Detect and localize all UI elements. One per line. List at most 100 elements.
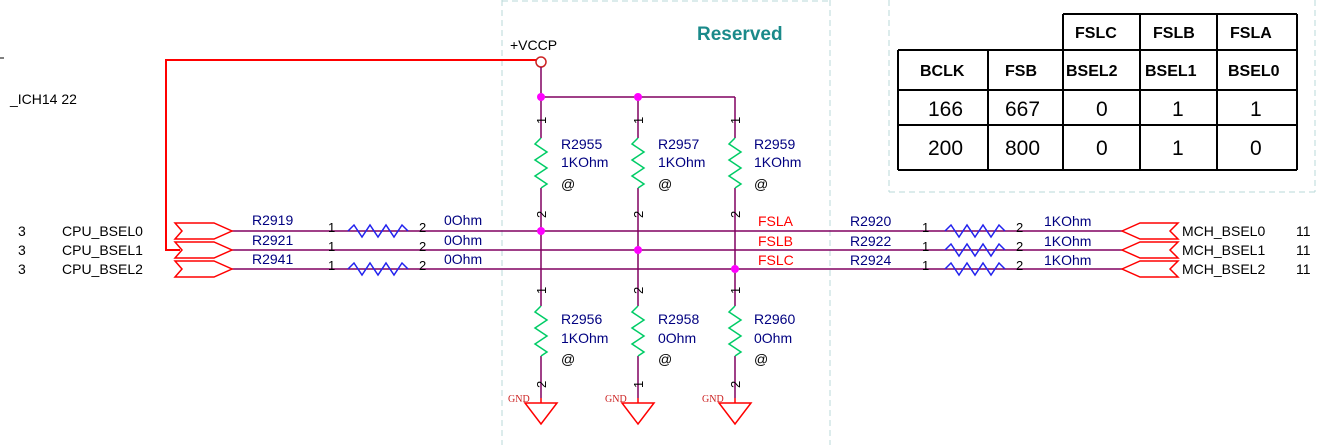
r2956-mark: @ [561, 351, 575, 367]
r2957-ref: R2957 [658, 136, 699, 152]
r2941-ref: R2941 [252, 251, 293, 267]
table-subheader-fsb: FSB [1005, 63, 1037, 80]
table-header-fslc: FSLC [1075, 25, 1117, 42]
r2921-ref: R2921 [252, 232, 293, 248]
cpu-bsel1-page: 3 [18, 242, 26, 258]
table-cell: 200 [928, 137, 963, 160]
net-fsla: FSLA [758, 213, 794, 229]
mch-bsel0-page: 11 [1296, 223, 1311, 239]
r2959-pin-bottom: 2 [728, 211, 743, 218]
table-region [888, 0, 1316, 193]
r2924-ref: R2924 [850, 252, 891, 268]
reserved-label: Reserved [697, 24, 783, 45]
net-fslc: FSLC [758, 252, 794, 268]
vccp-terminal [535, 56, 547, 68]
mch-bsel0-label: MCH_BSEL0 [1182, 223, 1265, 239]
r2960-pin-top: 1 [728, 287, 743, 294]
table-cell: 166 [928, 98, 963, 121]
r2959-pin-top: 1 [728, 117, 743, 124]
r2959-value: 1KOhm [754, 154, 801, 170]
r2956-ref: R2956 [561, 311, 602, 327]
r2960-pin-bottom: 2 [728, 381, 743, 388]
series-resistor-r2922: R2922 1 2 1KOhm [850, 233, 1091, 258]
r2957-pin-bottom: 2 [631, 211, 646, 218]
r2921-pin1: 1 [328, 239, 335, 254]
r2922-value: 1KOhm [1044, 233, 1091, 249]
r2955-mark: @ [561, 176, 575, 192]
r2919-value: 0Ohm [444, 212, 482, 228]
vccp-red-wire [165, 59, 536, 251]
table-cell: 1 [1250, 98, 1262, 121]
ground-symbol-2 [620, 398, 656, 426]
r2956-pin-bottom: 2 [534, 381, 549, 388]
r2955-pin-bottom: 2 [534, 211, 549, 218]
r2941-value: 0Ohm [444, 251, 482, 267]
r2960-value: 0Ohm [754, 330, 792, 346]
gnd-label-3: GND [702, 394, 724, 405]
r2957-pin-top: 1 [631, 117, 646, 124]
ground-symbol-1 [523, 398, 559, 426]
r2922-pin2: 2 [1016, 239, 1023, 254]
reserved-region [501, 0, 831, 445]
r2920-pin2: 2 [1016, 220, 1023, 235]
r2958-ref: R2958 [658, 311, 699, 327]
r2958-pin-top: 2 [631, 287, 646, 294]
r2959-mark: @ [754, 176, 768, 192]
cpu-bsel2-page: 3 [18, 261, 26, 277]
right-connectors [1120, 222, 1180, 278]
r2921-value: 0Ohm [444, 232, 482, 248]
table-cell: 800 [1005, 137, 1040, 160]
r2920-ref: R2920 [850, 213, 891, 229]
mch-bsel2-label: MCH_BSEL2 [1182, 261, 1265, 277]
mch-bsel1-label: MCH_BSEL1 [1182, 242, 1265, 258]
r2922-ref: R2922 [850, 233, 891, 249]
cpu-bsel1-label: CPU_BSEL1 [62, 242, 143, 258]
r2958-mark: @ [658, 351, 672, 367]
r2958-pin-bottom: 1 [631, 381, 646, 388]
cpu-bsel2-label: CPU_BSEL2 [62, 261, 143, 277]
table-subheader-bsel0: BSEL0 [1228, 63, 1280, 80]
r2956-value: 1KOhm [561, 330, 608, 346]
vccp-label: +VCCP [510, 37, 557, 53]
junction-dots [537, 93, 739, 273]
table-cell: 667 [1005, 98, 1040, 121]
r2920-pin1: 1 [922, 220, 929, 235]
r2956-pin-top: 1 [534, 287, 549, 294]
table-subheader-bclk: BCLK [920, 63, 965, 80]
r2958-value: 0Ohm [658, 330, 696, 346]
series-resistor-r2919: R2919 1 2 0Ohm [252, 212, 482, 239]
r2957-value: 1KOhm [658, 154, 705, 170]
table-cell: 0 [1096, 98, 1108, 121]
table-header-fslb: FSLB [1153, 25, 1195, 42]
gnd-label-1: GND [508, 394, 530, 405]
r2955-pin-top: 1 [534, 117, 549, 124]
r2955-value: 1KOhm [561, 154, 608, 170]
cpu-bsel0-page: 3 [18, 223, 26, 239]
mch-bsel1-page: 11 [1296, 242, 1311, 258]
r2919-ref: R2919 [252, 212, 293, 228]
fsb-table [897, 13, 1298, 171]
table-subheader-bsel2: BSEL2 [1066, 63, 1118, 80]
r2941-pin1: 1 [328, 258, 335, 273]
r2924-pin2: 2 [1016, 258, 1023, 273]
r2924-pin1: 1 [922, 258, 929, 273]
r2957-mark: @ [658, 176, 672, 192]
series-resistor-r2921: R2921 1 2 0Ohm [252, 232, 482, 254]
r2921-pin2: 2 [419, 239, 426, 254]
table-cell: 1 [1172, 137, 1184, 160]
r2960-mark: @ [754, 351, 768, 367]
pullup-resistors [533, 112, 743, 269]
r2941-pin2: 2 [419, 258, 426, 273]
gnd-label-2: GND [605, 394, 627, 405]
r2922-pin1: 1 [922, 239, 929, 254]
r2919-pin1: 1 [328, 220, 335, 235]
table-cell: 0 [1250, 137, 1262, 160]
table-subheader-bsel1: BSEL1 [1145, 63, 1197, 80]
cpu-bsel0-label: CPU_BSEL0 [62, 223, 143, 239]
left-connectors [173, 222, 234, 278]
r2959-ref: R2959 [754, 136, 795, 152]
ground-symbol-3 [717, 398, 753, 426]
r2924-value: 1KOhm [1044, 252, 1091, 268]
series-resistor-r2924: R2924 1 2 1KOhm [850, 252, 1091, 277]
